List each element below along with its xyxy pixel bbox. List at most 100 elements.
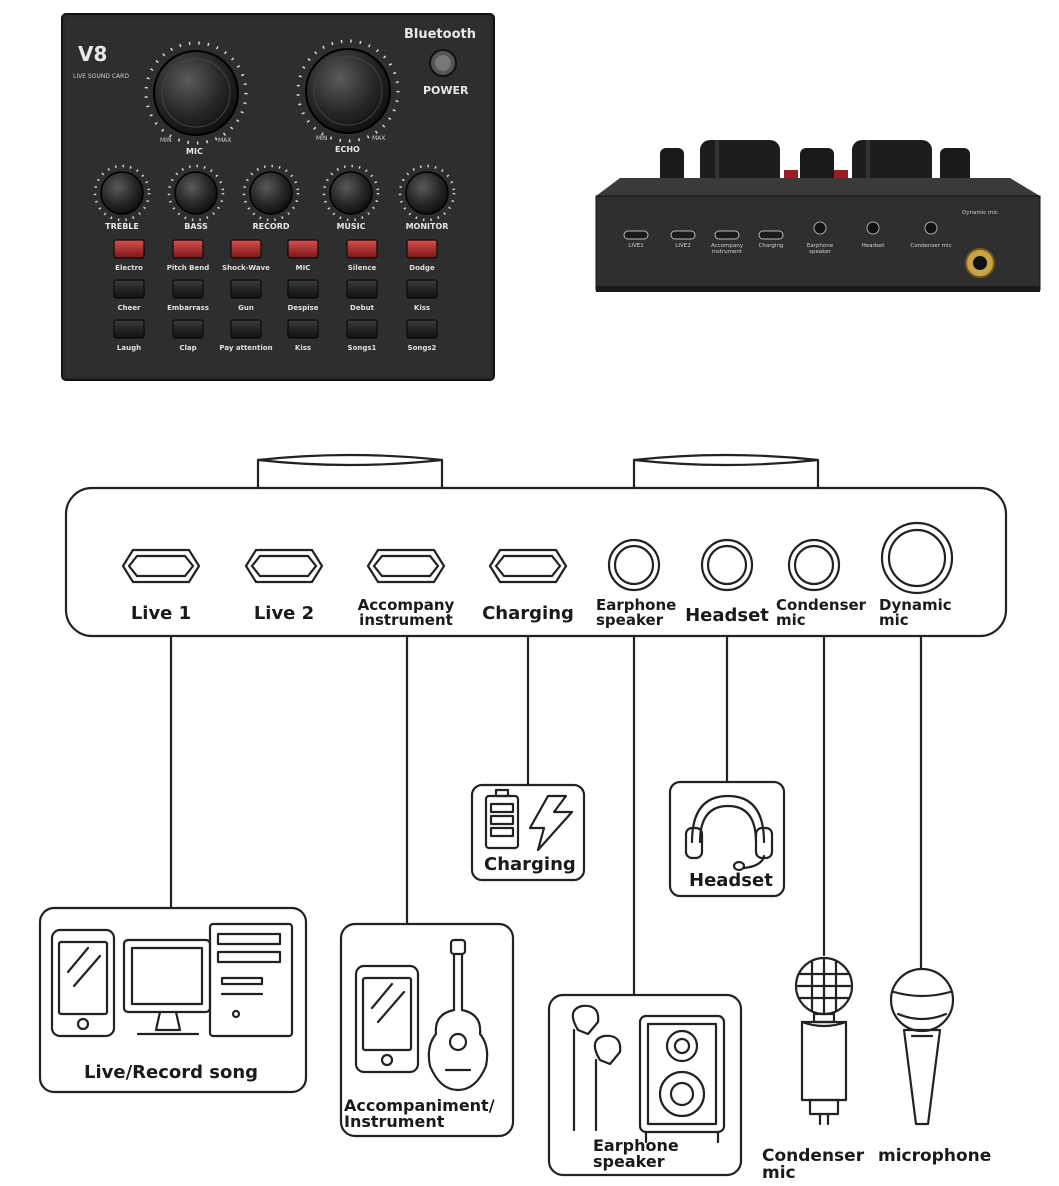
port-label: Condenser mic (776, 596, 867, 629)
subtitle-label: LIVE SOUND CARD (73, 73, 129, 80)
pad-label: Songs2 (407, 344, 437, 352)
port-label: Accompany instrument (357, 596, 455, 629)
earphone-device-text: Earphone speaker (593, 1136, 679, 1171)
diagram-port (366, 548, 446, 584)
pad-button[interactable] (287, 239, 319, 259)
mic-knob-label: MIC (186, 147, 203, 156)
diagram-port (244, 548, 324, 584)
brand-label: V8 (78, 42, 108, 66)
diagram-port (880, 521, 954, 595)
headset-icon (684, 794, 774, 872)
knob-label-music: MUSIC (336, 222, 366, 231)
diagram-knob-right (632, 453, 820, 490)
speaker-icon (638, 1014, 726, 1144)
pad-label: Electro (115, 264, 143, 272)
side-port (714, 230, 740, 240)
lightning-icon (528, 794, 574, 852)
phone-icon (50, 928, 116, 1038)
port-label: Earphone speaker (596, 596, 677, 629)
accompaniment-label: Accompaniment/ Instrument (344, 1096, 495, 1131)
pad-button[interactable] (172, 279, 204, 299)
pad-button[interactable] (230, 319, 262, 339)
pad-button[interactable] (346, 319, 378, 339)
side-port-label: LIVE1 (628, 243, 644, 249)
side-port-label: Charging (758, 243, 784, 249)
side-port (924, 221, 938, 235)
knob-music[interactable] (322, 164, 380, 222)
pad-button[interactable] (230, 279, 262, 299)
pad-button[interactable] (113, 319, 145, 339)
pad-button[interactable] (406, 239, 438, 259)
tablet-icon (354, 964, 420, 1074)
echo-knob (296, 39, 400, 143)
pad-button[interactable] (287, 319, 319, 339)
pad-label: Shock-Wave (222, 264, 270, 272)
side-port-label: Earphone speaker (806, 243, 834, 256)
microphone-device-label: microphone (878, 1146, 992, 1166)
pad-label: Pay attention (219, 344, 273, 352)
pad-button[interactable] (230, 239, 262, 259)
echo-min: MIN (316, 135, 328, 142)
diagram-port (488, 548, 568, 584)
knob-treble[interactable] (93, 164, 151, 222)
pad-button[interactable] (113, 239, 145, 259)
accompaniment-text: Accompaniment/ Instrument (344, 1096, 495, 1131)
diagram-port (787, 538, 841, 592)
port-label: Dynamic mic (879, 596, 952, 629)
guitar-icon (427, 938, 489, 1092)
port-label: Charging (482, 603, 574, 624)
monitor-icon (122, 938, 212, 1036)
pad-button[interactable] (172, 239, 204, 259)
top-view-photo (61, 13, 495, 381)
pad-button[interactable] (346, 239, 378, 259)
dynamic-mic-icon (889, 967, 955, 1126)
pad-button[interactable] (287, 279, 319, 299)
pad-label: Songs1 (347, 344, 377, 352)
charging-device-label: Charging (484, 854, 576, 875)
port-label: Live 1 (130, 603, 192, 624)
side-port (670, 230, 696, 240)
knob-bass[interactable] (167, 164, 225, 222)
headset-device-label: Headset (689, 870, 773, 891)
pad-label: Gun (238, 304, 254, 312)
echo-knob-label: ECHO (335, 145, 360, 154)
diagram-body (64, 486, 1008, 638)
pad-label: Debut (350, 304, 374, 312)
side-port (866, 221, 880, 235)
pad-label: Kiss (413, 304, 431, 312)
pad-label: Kiss (294, 344, 312, 352)
pad-label: Laugh (116, 344, 142, 352)
accompaniment-box (339, 922, 515, 1138)
pad-button[interactable] (406, 279, 438, 299)
pad-label: Clap (179, 344, 197, 352)
pad-label: Silence (347, 264, 377, 272)
live-record-box (38, 906, 308, 1094)
condenser-device-text: Condenser mic (762, 1146, 865, 1183)
pad-button[interactable] (346, 279, 378, 299)
condenser-device-label: Condenser mic (762, 1148, 864, 1181)
diagram-port (121, 548, 201, 584)
diagram-port (607, 538, 661, 592)
earphone-device-label: Earphone speaker (593, 1136, 679, 1171)
pad-label: Despise (287, 304, 319, 312)
knob-monitor[interactable] (398, 164, 456, 222)
knob-label-monitor: MONITOR (405, 222, 449, 231)
side-port-label: Headset (861, 243, 885, 249)
pad-button[interactable] (172, 319, 204, 339)
echo-max: MAX (372, 135, 386, 142)
port-label: Live 2 (253, 603, 315, 624)
side-port-label: Condenser mic (910, 243, 952, 249)
side-port-label: LIVE2 (675, 243, 691, 249)
knob-label-bass: BASS (184, 222, 208, 231)
side-view-photo (595, 140, 1041, 292)
knob-record[interactable] (242, 164, 300, 222)
mic-max: MAX (218, 137, 232, 144)
pad-button[interactable] (113, 279, 145, 299)
battery-icon (484, 788, 520, 850)
diagram-knob-left (256, 453, 444, 490)
pad-label: Embarrass (167, 304, 209, 312)
pad-button[interactable] (406, 319, 438, 339)
power-label: POWER (423, 84, 469, 97)
mic-min: MIN (160, 137, 172, 144)
